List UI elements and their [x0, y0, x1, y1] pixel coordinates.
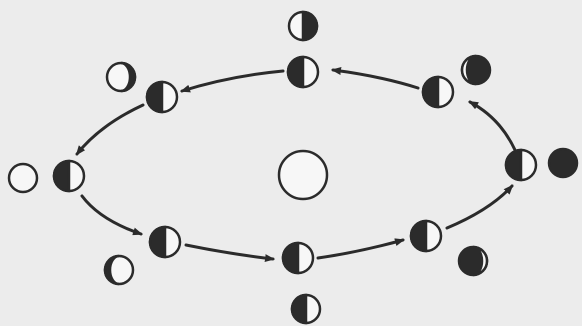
- orbit-moon-bottom: [283, 243, 313, 273]
- orbit-moon-lower-left: [150, 227, 180, 257]
- orbit-arrow-upper-left-to-left: [77, 105, 143, 154]
- phase-view-waxing-crescent: [459, 247, 487, 275]
- phase-view-waxing-gibbous: [105, 256, 133, 284]
- orbit-arrow-bottom-to-lower-right: [318, 240, 403, 258]
- orbit-moon-upper-right: [423, 77, 453, 107]
- orbit-arrow-lower-right-to-right: [447, 186, 512, 228]
- orbit-moon-top: [288, 57, 318, 87]
- orbit-arrow-upper-right-to-top: [333, 70, 418, 88]
- orbit-moon-right: [506, 150, 536, 180]
- orbit-moon-left: [54, 161, 84, 191]
- phase-view-last-quarter: [289, 12, 317, 40]
- phase-view-waning-gibbous: [107, 63, 135, 91]
- orbit-arrow-right-to-upper-right: [470, 102, 515, 150]
- orbit-arrow-top-to-upper-left: [182, 71, 283, 91]
- phase-view-new-moon: [549, 149, 577, 177]
- earth-circle: [279, 151, 327, 199]
- phase-view-full-moon: [9, 164, 37, 192]
- orbit-moon-upper-left: [147, 82, 177, 112]
- phase-view-waning-crescent: [462, 56, 490, 84]
- orbit-arrow-lower-left-to-bottom: [186, 245, 273, 259]
- orbit-moon-lower-right: [411, 221, 441, 251]
- orbit-arrow-left-to-lower-left: [82, 196, 141, 234]
- phase-view-first-quarter: [292, 295, 320, 323]
